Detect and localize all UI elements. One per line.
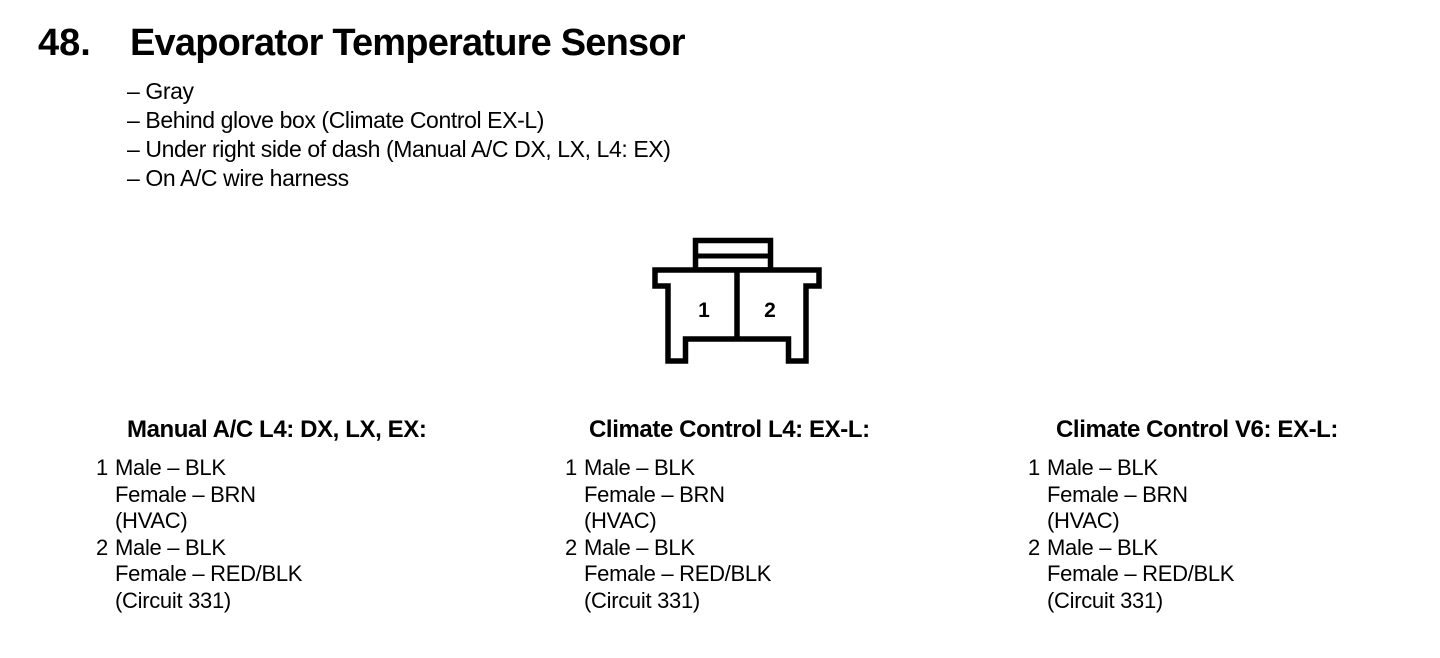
pin-wire-line: (Circuit 331) xyxy=(1047,587,1163,613)
notes-list: – Gray – Behind glove box (Climate Contr… xyxy=(127,77,671,193)
pin-row: 2 Male – BLK Female – RED/BLK (Circuit 3… xyxy=(96,535,302,615)
pin-number: 1 xyxy=(565,455,577,480)
pin-number: 1 xyxy=(96,455,108,480)
pin-wire-line: Female – BRN xyxy=(584,481,725,507)
pin-number: 2 xyxy=(96,534,108,560)
pin-detail: Male – BLK Female – RED/BLK (Circuit 331… xyxy=(115,535,302,615)
pin-row: 1 Male – BLK Female – BRN (HVAC) xyxy=(565,455,771,535)
pin-list-climate-control-v6: 1 Male – BLK Female – BRN (HVAC) 2 Male … xyxy=(1028,455,1234,614)
column-header-manual-ac-l4: Manual A/C L4: DX, LX, EX: xyxy=(127,416,427,443)
pin-number: 1 xyxy=(1028,455,1040,480)
note-line: – Gray xyxy=(127,78,194,104)
pin-wire-line: (Circuit 331) xyxy=(584,587,700,613)
page-title: Evaporator Temperature Sensor xyxy=(130,22,686,64)
pin-number: 2 xyxy=(565,534,577,560)
pin-wire-line: Male – BLK xyxy=(115,455,226,480)
pin-detail: Male – BLK Female – RED/BLK (Circuit 331… xyxy=(1047,535,1234,615)
pin-wire-line: Male – BLK xyxy=(1047,455,1158,480)
note-line: – On A/C wire harness xyxy=(127,165,349,191)
pin-number: 2 xyxy=(1028,534,1040,560)
pin-wire-line: Female – RED/BLK xyxy=(584,561,772,586)
pin-wire-line: Female – BRN xyxy=(115,481,256,507)
note-line: – Behind glove box (Climate Control EX-L… xyxy=(127,107,544,133)
pin-wire-line: (HVAC) xyxy=(584,508,657,533)
pin-wire-line: (Circuit 331) xyxy=(115,587,231,613)
pin-list-manual-ac-l4: 1 Male – BLK Female – BRN (HVAC) 2 Male … xyxy=(96,455,302,614)
section-number: 48. xyxy=(38,22,91,64)
note-line: – Under right side of dash (Manual A/C D… xyxy=(127,136,671,162)
pin-detail: Male – BLK Female – BRN (HVAC) xyxy=(1047,455,1234,535)
pin-wire-line: Female – BRN xyxy=(1047,481,1188,507)
pin-detail: Male – BLK Female – BRN (HVAC) xyxy=(115,455,302,535)
pin-wire-line: Male – BLK xyxy=(584,534,695,560)
column-header-climate-control-l4: Climate Control L4: EX-L: xyxy=(589,416,870,443)
pin-detail: Male – BLK Female – RED/BLK (Circuit 331… xyxy=(584,535,771,615)
pin-row: 1 Male – BLK Female – BRN (HVAC) xyxy=(1028,455,1234,535)
connector-diagram: 1 2 xyxy=(652,237,822,364)
pin-wire-line: Male – BLK xyxy=(115,534,226,560)
pin-wire-line: Female – RED/BLK xyxy=(1047,561,1235,586)
pin-wire-line: Male – BLK xyxy=(584,455,695,480)
pin-wire-line: (HVAC) xyxy=(1047,508,1120,533)
pin-wire-line: Male – BLK xyxy=(1047,534,1158,560)
pin-row: 2 Male – BLK Female – RED/BLK (Circuit 3… xyxy=(565,535,771,615)
column-header-climate-control-v6: Climate Control V6: EX-L: xyxy=(1056,416,1339,443)
pin-row: 2 Male – BLK Female – RED/BLK (Circuit 3… xyxy=(1028,535,1234,615)
pin-list-climate-control-l4: 1 Male – BLK Female – BRN (HVAC) 2 Male … xyxy=(565,455,771,614)
connector-pin-1-label: 1 xyxy=(698,299,710,322)
connector-pin-2-label: 2 xyxy=(764,299,776,322)
pin-detail: Male – BLK Female – BRN (HVAC) xyxy=(584,455,771,535)
pin-wire-line: (HVAC) xyxy=(115,508,188,533)
pin-row: 1 Male – BLK Female – BRN (HVAC) xyxy=(96,455,302,535)
pin-wire-line: Female – RED/BLK xyxy=(115,561,303,586)
